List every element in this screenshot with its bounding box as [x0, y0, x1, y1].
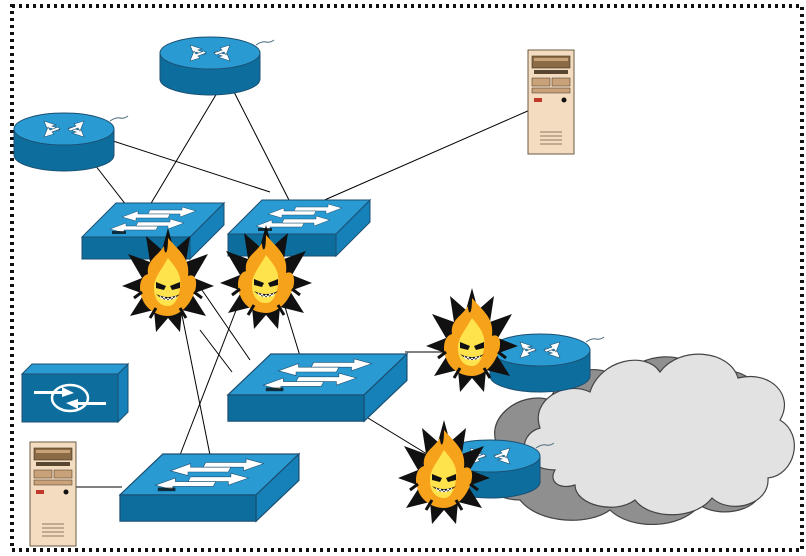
link-switch-b-bottom — [179, 299, 241, 456]
link-router-top-switch-b — [231, 87, 291, 203]
link-server-switch-b — [319, 109, 531, 203]
router-icon — [159, 36, 275, 96]
server-tower-icon — [527, 49, 575, 155]
link-router-left-switch-b — [109, 139, 271, 193]
switch-icon — [227, 353, 408, 422]
link-core-left — [199, 329, 233, 373]
switch-icon — [119, 453, 300, 522]
diagram-border — [10, 4, 804, 552]
link-router-top-switch-a — [149, 87, 221, 206]
optical-router-icon — [20, 362, 130, 424]
server-tower-icon — [29, 441, 77, 547]
cloud-icon — [482, 353, 795, 526]
link-switch-a-bottom — [179, 304, 211, 456]
router-icon — [13, 112, 129, 172]
